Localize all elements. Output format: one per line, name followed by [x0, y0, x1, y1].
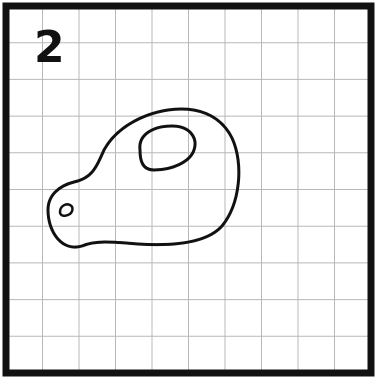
eye — [140, 126, 195, 170]
step-number: 2 — [34, 26, 65, 70]
nostril — [60, 204, 72, 215]
